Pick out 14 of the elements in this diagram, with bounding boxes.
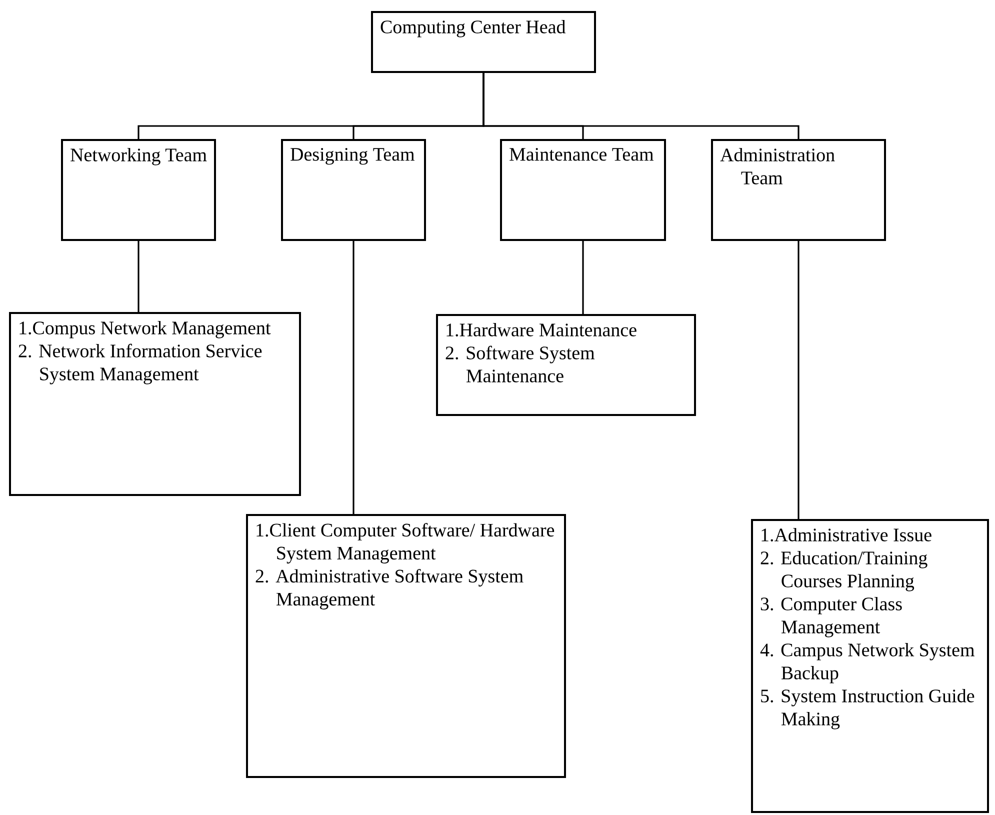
org-box: Maintenance Team xyxy=(500,139,666,241)
org-box: 1.Hardware Maintenance 2. Software System Maintenance xyxy=(436,314,696,416)
connector-line xyxy=(582,240,584,315)
org-box: 1.Compus Network Management 2. Network Information Service System Management xyxy=(9,312,301,496)
org-box: Designing Team xyxy=(281,139,426,241)
org-box: 1.Client Computer Software/ Hardware System Management 2. Administrative Software System Management xyxy=(246,514,566,778)
org-box: Computing Center Head xyxy=(371,11,596,73)
connector-line xyxy=(482,72,800,140)
connector-line xyxy=(798,240,800,520)
connector-line xyxy=(138,240,140,313)
connector-line xyxy=(352,240,354,515)
org-box: Networking Team xyxy=(61,139,216,241)
org-box: Administration Team xyxy=(711,139,886,241)
org-box: 1.Administrative Issue 2. Education/Training Courses Planning 3. Computer Class Management 4. Campus Network System Backup 5. System Instruction Guide Making xyxy=(751,519,989,813)
